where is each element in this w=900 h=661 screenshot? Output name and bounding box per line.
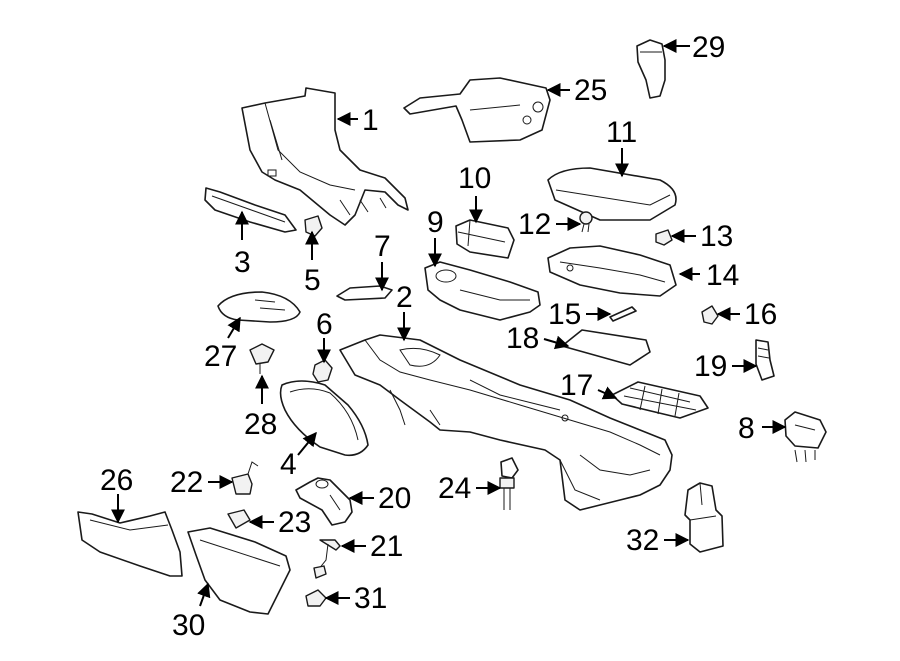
leader-25: 25: [546, 74, 607, 107]
leader-27: 27: [204, 316, 241, 373]
callout-14: 14: [706, 259, 739, 292]
leader-7: 7: [374, 230, 391, 292]
callout-15: 15: [548, 298, 581, 331]
leader-13: 13: [670, 220, 733, 253]
callout-26: 26: [100, 464, 133, 497]
part-16-clip: [701, 305, 719, 325]
part-9-cup-holder: [424, 261, 541, 321]
part-6-clip: [312, 359, 333, 383]
callout-10: 10: [458, 162, 491, 195]
leader-29: 29: [662, 31, 725, 64]
leader-6: 6: [316, 308, 333, 364]
callout-7: 7: [374, 230, 391, 263]
callout-32: 32: [626, 524, 659, 557]
callout-18: 18: [506, 322, 539, 355]
callout-6: 6: [316, 308, 333, 341]
callout-9: 9: [427, 206, 444, 239]
part-19-bracket: [755, 339, 775, 381]
part-10-storage-box: [455, 219, 515, 259]
callout-30: 30: [172, 609, 205, 642]
leader-4: 4: [280, 431, 317, 481]
leader-30: 30: [172, 582, 211, 642]
leader-2: 2: [396, 281, 413, 342]
callout-8: 8: [738, 412, 755, 445]
part-2-console-body: [339, 334, 673, 511]
leader-9: 9: [427, 206, 444, 268]
callout-11: 11: [606, 116, 637, 149]
leader-18: 18: [506, 322, 570, 355]
callout-12: 12: [518, 208, 551, 241]
leader-5: 5: [304, 230, 321, 297]
leader-24: 24: [438, 472, 502, 505]
callout-20: 20: [378, 482, 411, 515]
leader-14: 14: [678, 259, 739, 292]
part-8-switch: [784, 411, 827, 463]
callout-25: 25: [574, 74, 607, 107]
callout-1: 1: [362, 104, 379, 137]
callout-31: 31: [354, 582, 387, 615]
part-12-knob: [579, 211, 593, 233]
part-21-wire-harness: [313, 539, 341, 579]
callout-21: 21: [370, 530, 403, 563]
part-26-lower-trim-panel: [77, 511, 183, 577]
part-30-lower-cover: [187, 527, 291, 615]
leader-28: 28: [244, 374, 277, 441]
callout-28: 28: [244, 408, 277, 441]
part-29-shift-knob: [636, 39, 666, 99]
part-14-armrest-base: [547, 245, 677, 297]
callout-3: 3: [234, 246, 251, 279]
callout-24: 24: [438, 472, 471, 505]
part-23-clip: [227, 509, 251, 529]
part-32-bracket-block: [684, 482, 724, 553]
part-25-shifter-housing: [403, 77, 551, 143]
callout-29: 29: [692, 31, 725, 64]
leader-16: 16: [716, 298, 777, 331]
leader-17: 17: [560, 369, 618, 402]
part-27-cover: [217, 291, 301, 323]
leader-32: 32: [626, 524, 690, 557]
callout-2: 2: [396, 281, 413, 314]
part-17-grid-mat: [611, 381, 709, 419]
part-11-armrest-lid: [547, 167, 677, 221]
part-1-console-front-panel: [241, 87, 409, 226]
leader-8: 8: [738, 412, 787, 445]
part-4-side-trim-panel: [279, 380, 369, 457]
part-3-trim-strip: [204, 187, 297, 233]
leader-26: 26: [100, 464, 133, 524]
part-31-clip: [305, 589, 327, 607]
callout-19: 19: [694, 350, 727, 383]
part-28-bolt: [249, 343, 275, 374]
leader-11: 11: [606, 116, 637, 178]
leader-23: 23: [248, 506, 311, 539]
part-13-button: [655, 229, 673, 246]
part-5-clip: [304, 215, 323, 237]
part-15-pin: [609, 306, 637, 322]
callout-23: 23: [278, 506, 311, 539]
leader-3: 3: [234, 210, 251, 279]
part-22-bracket: [231, 461, 259, 495]
leader-21: 21: [340, 530, 403, 563]
callout-27: 27: [204, 340, 237, 373]
leader-31: 31: [324, 582, 387, 615]
leader-10: 10: [458, 162, 491, 224]
leader-12: 12: [518, 208, 582, 241]
callout-17: 17: [560, 369, 593, 402]
leader-1: 1: [336, 104, 379, 137]
leader-20: 20: [348, 482, 411, 515]
callout-16: 16: [744, 298, 777, 331]
leader-15: 15: [548, 298, 612, 331]
callout-4: 4: [280, 448, 297, 481]
part-7-plate: [336, 285, 393, 301]
part-18-mat: [561, 329, 651, 366]
callout-5: 5: [304, 264, 321, 297]
part-24-bolt: [499, 457, 519, 510]
leader-19: 19: [694, 350, 758, 383]
leader-22: 22: [170, 466, 234, 499]
callout-22: 22: [170, 466, 203, 499]
callout-13: 13: [700, 220, 733, 253]
part-20-bracket: [295, 477, 353, 526]
